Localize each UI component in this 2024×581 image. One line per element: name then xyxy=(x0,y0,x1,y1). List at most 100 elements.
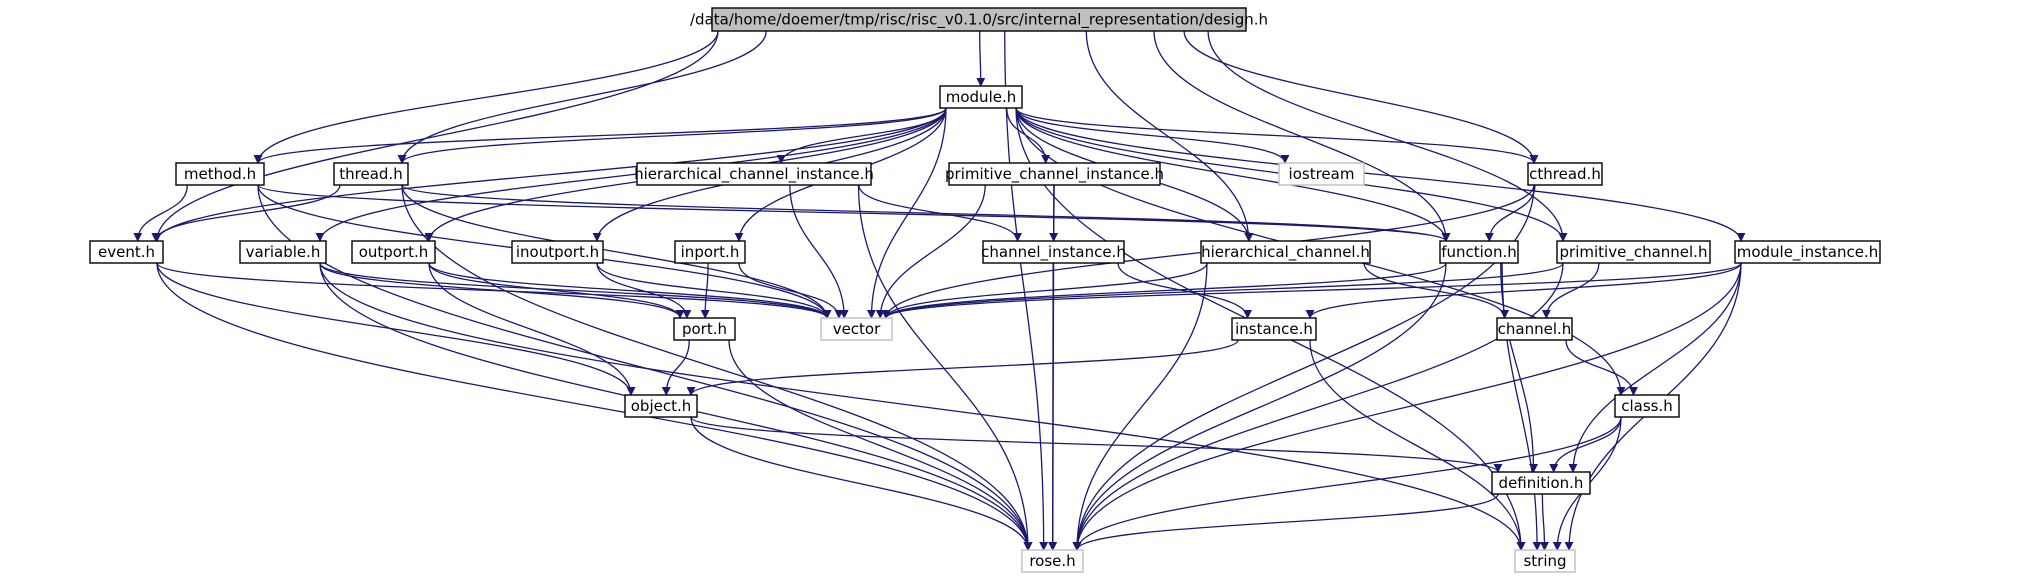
node-channel_instance-label: channel_instance.h xyxy=(981,243,1126,262)
node-prim_channel-label: primitive_channel.h xyxy=(1560,243,1708,262)
node-pci-label: primitive_channel_instance.h xyxy=(945,165,1164,184)
edge-hci-to-vector xyxy=(789,184,849,319)
edge-design-to-prim_channel xyxy=(1207,30,1568,242)
node-instance-box xyxy=(1231,317,1317,341)
node-outport[interactable]: outport.h xyxy=(351,240,436,264)
node-event[interactable]: event.h xyxy=(89,240,164,264)
edge-function-to-vector xyxy=(881,262,1447,319)
node-port-label: port.h xyxy=(682,320,727,338)
edge-outport-to-vector xyxy=(428,262,832,319)
node-object-label: object.h xyxy=(631,397,692,415)
node-pci[interactable]: primitive_channel_instance.h xyxy=(945,162,1164,186)
edge-variable-to-vector xyxy=(319,262,832,319)
node-instance-label: instance.h xyxy=(1235,320,1313,338)
node-module-box xyxy=(939,85,1023,109)
node-inoutport-label: inoutport.h xyxy=(516,243,599,261)
node-class-label: class.h xyxy=(1621,397,1673,415)
edge-inport-to-vector xyxy=(738,262,844,319)
node-module_instance-label: module_instance.h xyxy=(1737,243,1879,262)
node-class[interactable]: class.h xyxy=(1614,394,1680,418)
edge-prim_channel-to-channel xyxy=(1541,262,1600,319)
edge-hier_channel-to-rose xyxy=(1072,262,1208,551)
edge-thread-to-rose xyxy=(401,184,1033,551)
node-event-label: event.h xyxy=(98,243,155,261)
node-thread-box xyxy=(333,162,409,186)
node-hier_channel[interactable]: hierarchical_channel.h xyxy=(1200,240,1371,264)
node-object[interactable]: object.h xyxy=(624,394,698,418)
edge-inport-to-port xyxy=(700,262,710,319)
edge-outport-to-port xyxy=(428,262,685,319)
node-prim_channel-box xyxy=(1556,240,1711,264)
node-design-box xyxy=(711,7,1247,32)
edge-module-to-cthread xyxy=(1015,107,1539,164)
node-cthread-box xyxy=(1527,162,1603,186)
edge-module_instance-to-rose xyxy=(1072,262,1742,551)
node-function[interactable]: function.h xyxy=(1439,240,1519,264)
edge-hci-to-rose xyxy=(857,184,1033,551)
edge-design-to-thread xyxy=(397,30,767,164)
node-cthread[interactable]: cthread.h xyxy=(1527,162,1603,186)
node-method-label: method.h xyxy=(184,165,256,183)
node-channel-box xyxy=(1496,317,1573,341)
edge-module-to-module_instance xyxy=(1015,107,1746,242)
node-channel-label: channel.h xyxy=(1498,320,1572,338)
node-function-label: function.h xyxy=(1441,243,1517,261)
node-inport[interactable]: inport.h xyxy=(674,240,746,264)
edge-outport-to-object xyxy=(428,262,636,396)
node-hci-label: hierarchical_channel_instance.h xyxy=(634,165,874,184)
edge-pci-to-vector xyxy=(875,184,986,319)
edge-channel-to-class xyxy=(1565,339,1638,396)
node-instance[interactable]: instance.h xyxy=(1231,317,1317,341)
edge-instance-to-string xyxy=(1309,339,1526,551)
node-object-box xyxy=(624,394,698,418)
node-design-label: /data/home/doemer/tmp/risc/risc_v0.1.0/s… xyxy=(690,11,1268,30)
node-module-label: module.h xyxy=(946,88,1017,106)
node-variable[interactable]: variable.h xyxy=(239,240,327,264)
edge-function-to-definition xyxy=(1500,262,1539,473)
node-thread[interactable]: thread.h xyxy=(333,162,409,186)
edge-prim_channel-to-rose xyxy=(1072,262,1564,551)
edge-port-to-rose xyxy=(728,339,1033,551)
edge-design-to-hier_channel xyxy=(1085,30,1254,242)
nodes: /data/home/doemer/tmp/risc/risc_v0.1.0/s… xyxy=(89,7,1881,573)
edge-definition-to-string xyxy=(1540,493,1550,551)
node-module[interactable]: module.h xyxy=(939,85,1023,109)
node-module_instance[interactable]: module_instance.h xyxy=(1734,240,1881,264)
node-method[interactable]: method.h xyxy=(175,162,265,186)
node-port-box xyxy=(673,317,736,341)
edge-function-to-string xyxy=(1501,262,1542,551)
node-inoutport[interactable]: inoutport.h xyxy=(511,240,604,264)
edge-inoutport-to-port xyxy=(596,262,692,319)
node-hier_channel-box xyxy=(1200,240,1371,264)
edge-prim_channel-to-vector xyxy=(881,262,1564,319)
node-variable-box xyxy=(239,240,327,264)
node-prim_channel[interactable]: primitive_channel.h xyxy=(1556,240,1711,264)
edge-thread-to-function xyxy=(401,184,1451,242)
node-hci[interactable]: hierarchical_channel_instance.h xyxy=(634,162,874,186)
edge-module-to-hci xyxy=(776,107,947,164)
node-string-box xyxy=(1514,549,1576,573)
edge-event-to-object xyxy=(156,262,636,396)
node-rose-box xyxy=(1021,549,1084,573)
node-vector-box xyxy=(820,317,893,341)
edge-class-to-definition xyxy=(1549,416,1622,473)
node-channel[interactable]: channel.h xyxy=(1496,317,1573,341)
edge-module_instance-to-definition xyxy=(1568,262,1742,473)
node-channel_instance-box xyxy=(982,240,1125,264)
edge-thread-to-event xyxy=(151,184,341,242)
node-iostream-box xyxy=(1278,162,1365,186)
edge-design-to-module xyxy=(976,30,986,87)
node-module_instance-box xyxy=(1734,240,1881,264)
edge-object-to-rose xyxy=(690,416,1033,551)
node-class-box xyxy=(1614,394,1680,418)
node-channel_instance[interactable]: channel_instance.h xyxy=(981,240,1126,264)
node-definition[interactable]: definition.h xyxy=(1491,471,1591,495)
node-design[interactable]: /data/home/doemer/tmp/risc/risc_v0.1.0/s… xyxy=(690,7,1268,32)
node-port[interactable]: port.h xyxy=(673,317,736,341)
edge-channel_instance-to-rose xyxy=(1048,262,1058,551)
edge-inoutport-to-vector xyxy=(596,262,832,319)
edge-design-to-cthread xyxy=(1183,30,1539,164)
node-iostream: iostream xyxy=(1278,162,1365,186)
node-vector-label: vector xyxy=(833,320,881,338)
